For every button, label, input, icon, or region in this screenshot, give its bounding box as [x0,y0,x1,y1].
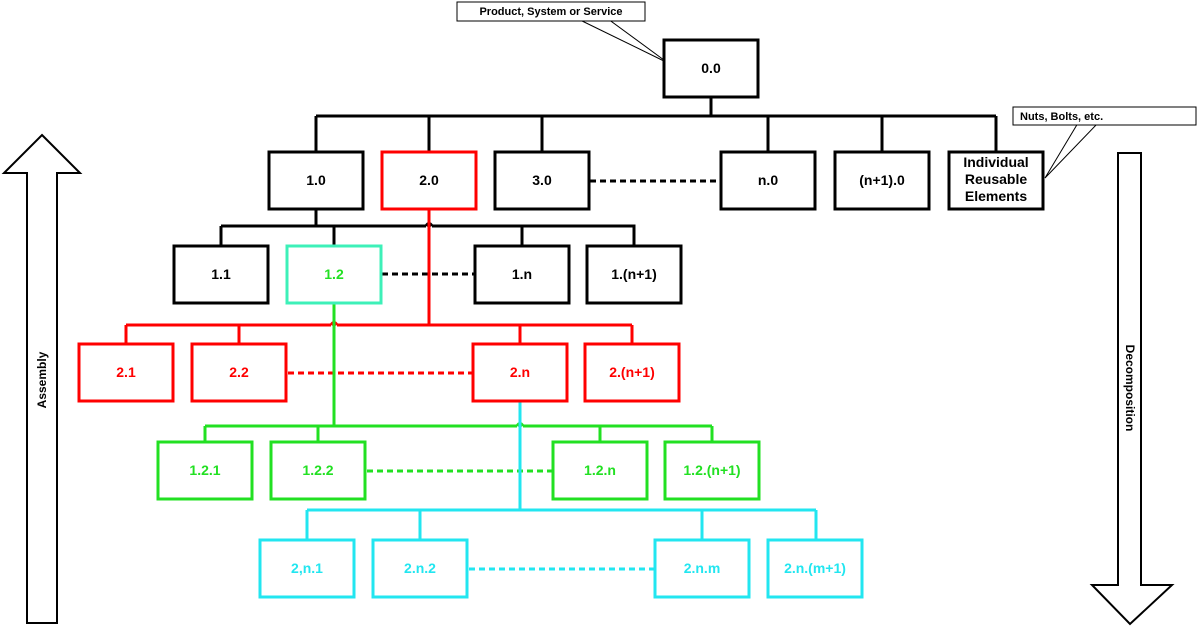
svg-text:2,n.1: 2,n.1 [291,560,323,576]
svg-text:1.2.1: 1.2.1 [189,462,220,478]
node-1-2: 1.2 [285,244,383,305]
node-reusable-elements: Individual Reusable Elements [947,150,1045,211]
node-1-2-n1: 1.2.(n+1) [663,440,761,501]
svg-text:Elements: Elements [965,188,1027,204]
svg-text:n.0: n.0 [758,172,778,188]
callout-reusable-label: Nuts, Bolts, etc. [1020,111,1103,123]
node-2-n-m: 2.n.m [653,538,751,599]
svg-text:1.1: 1.1 [211,266,231,282]
node-2-1: 2.1 [77,342,175,403]
node-n-0: n.0 [719,150,817,211]
node-2-2: 2.2 [190,342,288,403]
node-2-n-1: 2,n.1 [258,538,356,599]
svg-text:2.n: 2.n [510,364,530,380]
connectors-2x [124,209,634,344]
svg-text:1.(n+1): 1.(n+1) [611,266,657,282]
svg-text:2.(n+1): 2.(n+1) [609,364,655,380]
callout-root: Product, System or Service [456,1,669,64]
svg-text:0.0: 0.0 [701,60,721,76]
svg-text:1.0: 1.0 [306,172,326,188]
decomposition-label: Decomposition [1123,345,1137,432]
node-2-n-2: 2.n.2 [371,538,469,599]
node-0-0: 0.0 [662,38,760,99]
node-2-n: 2.n [471,342,569,403]
svg-text:2.n.(m+1): 2.n.(m+1) [784,560,846,576]
svg-text:2.2: 2.2 [229,364,249,380]
svg-text:1.2.(n+1): 1.2.(n+1) [683,462,740,478]
node-1-2-1: 1.2.1 [156,440,254,501]
svg-text:3.0: 3.0 [532,172,552,188]
svg-text:1.2.n: 1.2.n [584,462,616,478]
assembly-label: Assembly [35,351,49,408]
node-1-n: 1.n [473,244,571,305]
node-1-0: 1.0 [267,150,365,211]
node-n1-0: (n+1).0 [833,150,931,211]
node-2-n-m1: 2.n.(m+1) [766,538,864,599]
callout-root-label: Product, System or Service [479,6,622,18]
svg-text:2.0: 2.0 [419,172,439,188]
svg-text:2.n.m: 2.n.m [684,560,721,576]
node-1-2-2: 1.2.2 [269,440,367,501]
connectors-2nx [305,401,818,540]
node-1-n1: 1.(n+1) [585,244,683,305]
svg-text:1.2.2: 1.2.2 [302,462,333,478]
svg-text:2.n.2: 2.n.2 [404,560,436,576]
connectors-1x [219,209,636,246]
connectors-12x [203,304,714,442]
node-3-0: 3.0 [493,150,591,211]
node-2-n1: 2.(n+1) [583,342,681,403]
node-1-1: 1.1 [172,244,270,305]
svg-text:(n+1).0: (n+1).0 [859,172,905,188]
node-1-2-n: 1.2.n [551,440,649,501]
svg-text:Reusable: Reusable [965,171,1027,187]
callout-reusable: Nuts, Bolts, etc. [1012,106,1197,179]
node-2-0: 2.0 [380,150,478,211]
assembly-arrow: Assembly [1,133,83,624]
svg-text:2.1: 2.1 [116,364,136,380]
decomposition-arrow: Decomposition [1089,152,1175,626]
svg-text:Individual: Individual [963,154,1028,170]
connectors-level1 [314,97,998,152]
svg-text:1.2: 1.2 [324,266,344,282]
svg-text:1.n: 1.n [512,266,532,282]
